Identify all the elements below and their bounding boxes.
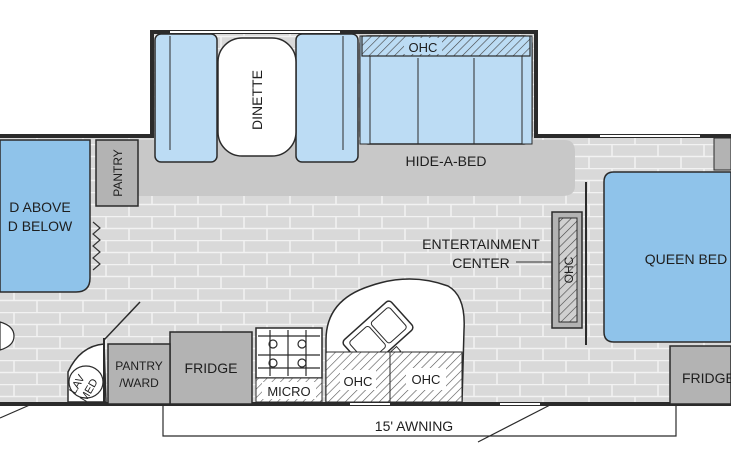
- pantry-ward: [107, 343, 171, 405]
- windows: [170, 31, 700, 405]
- dinette-seat-right: [295, 33, 359, 163]
- pantry-left: [95, 139, 139, 207]
- pantry-ward-label-line1: PANTRY: [115, 359, 163, 373]
- left-fixture: [0, 321, 15, 351]
- door-swing-line: [103, 301, 141, 341]
- pantry-left-label: PANTRY: [111, 149, 125, 197]
- entry-door-swing: [477, 403, 553, 443]
- bunk-label-line1: D ABOVE: [9, 199, 70, 215]
- fridge-main: [169, 331, 253, 405]
- bunk-label-line2: D BELOW: [8, 218, 73, 234]
- awning-label: 15' AWNING: [375, 418, 453, 434]
- ohc-top-label: OHC: [409, 40, 438, 55]
- fridge-main-label: FRIDGE: [185, 360, 238, 376]
- ohc-vertical-cabinet: [558, 217, 578, 323]
- queen-bed: [603, 171, 731, 343]
- burners: [258, 330, 320, 376]
- pantry-ward-label-line2: /WARD: [119, 376, 159, 390]
- fridge-right: [669, 345, 731, 405]
- ohc-vertical-label: OHC: [562, 256, 576, 283]
- ohc-kitchen-label-1: OHC: [344, 374, 373, 389]
- fridge-right-label: FRIDGE: [682, 370, 731, 386]
- ohc-kitchen-label-2: OHC: [412, 372, 441, 387]
- micro-label: MICRO: [267, 384, 310, 399]
- queen-bed-label: QUEEN BED: [645, 251, 727, 267]
- hide-a-bed-label: HIDE-A-BED: [406, 153, 487, 169]
- bunk-bed: [0, 139, 91, 293]
- ohc-top-cabinet: [361, 35, 531, 57]
- entertainment-label-line2: CENTER: [452, 255, 510, 271]
- awning-outline: [162, 404, 677, 437]
- bunk-curtain: [92, 221, 101, 271]
- dinette-table: [217, 37, 297, 157]
- dinette-label: DINETTE: [249, 70, 265, 130]
- entertainment-label-line1: ENTERTAINMENT: [422, 236, 540, 252]
- dinette-seat-left: [154, 33, 218, 163]
